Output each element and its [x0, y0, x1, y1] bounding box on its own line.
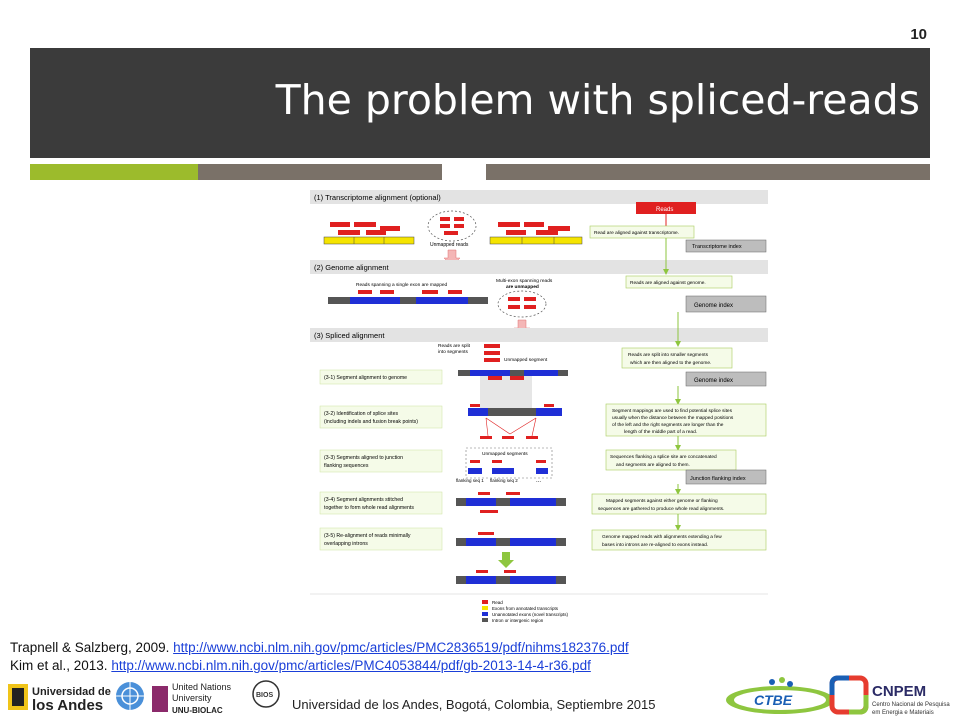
step-3-1-diagram — [458, 370, 568, 408]
footer-logos-left: Universidad de los Andes United Nations … — [8, 680, 280, 715]
step-3-3-diagram: Unmapped segments flanking seq 1 flankin… — [456, 447, 553, 484]
genome-index-1: Genome index — [694, 303, 733, 309]
flow-step-7a: Genome mapped reads with alignments exte… — [602, 534, 722, 540]
footer-logos-right: CTBE CNPEM Centro Nacional de Pesquisa e… — [726, 675, 950, 716]
legend-swatch — [482, 618, 488, 622]
step-3-5-diagram — [456, 532, 566, 584]
section-2-header — [310, 260, 768, 274]
reference-1: Trapnell & Salzberg, 2009. http://www.nc… — [10, 640, 629, 655]
flanking-seq-2-label: flanking seq 2 — [490, 478, 518, 483]
flow-step-6a: Mapped segments against either genome or… — [606, 498, 718, 504]
step-3-5-label-a: (3-5) Re-alignment of reads minimally — [324, 533, 411, 539]
legend-swatch — [482, 606, 488, 610]
step-3-2-diagram — [468, 404, 562, 439]
footer-text: Universidad de los Andes, Bogotá, Colomb… — [292, 697, 656, 712]
flow-step-2: Reads are aligned against genome. — [630, 280, 706, 286]
unmapped-segments-label: Unmapped segments — [482, 451, 528, 457]
reference-2-prefix: Kim et al., 2013. — [10, 658, 108, 673]
uniandes-logo-text-1: Universidad de — [32, 686, 111, 698]
unu-text-1: United Nations — [172, 682, 232, 692]
transcriptome-index: Transcriptome index — [692, 244, 742, 250]
section-3-header — [310, 328, 768, 342]
step-3-2-label-b: (including indels and fusion break point… — [324, 419, 418, 425]
single-exon-label: Reads spanning a single exon are mapped — [356, 282, 448, 288]
flow-step-7b: bases into introns are re-aligned to exo… — [602, 542, 708, 548]
ellipsis-label: ... — [536, 478, 541, 484]
section-3-label: (3) Spliced alignment — [314, 331, 385, 340]
cnpem-subtitle-2: em Energia e Materiais — [872, 710, 934, 716]
unmapped-segment-label: Unmapped segment — [504, 357, 548, 363]
unu-text-3: UNU-BIOLAC — [172, 706, 223, 715]
step-3-1-label: (3-1) Segment alignment to genome — [324, 375, 407, 381]
spliced-alignment-diagram: (1) Transcriptome alignment (optional) U… — [310, 190, 768, 623]
flow-step-4b: usually when the distance between the ma… — [612, 415, 734, 421]
section-1-label: (1) Transcriptome alignment (optional) — [314, 193, 441, 202]
reads-box — [636, 202, 696, 214]
unu-biolac-icon — [152, 686, 168, 712]
accent-gap — [442, 164, 486, 180]
flow-step-4a: Segment mappings are used to find potent… — [612, 408, 733, 414]
reference-1-prefix: Trapnell & Salzberg, 2009. — [10, 640, 170, 655]
step-3-2-label-a: (3-2) Identification of splice sites — [324, 411, 399, 417]
flow-step-6b: sequences are gathered to produce whole … — [598, 506, 724, 512]
multi-exon-label-2: are unmapped — [506, 284, 539, 290]
reads-split-label-1: Reads are split — [438, 343, 471, 349]
genome-index-2: Genome index — [694, 378, 733, 384]
legend-label: Read — [492, 600, 503, 605]
ctbe-logo-text: CTBE — [754, 692, 793, 708]
flow-step-4c: of the left and the right segments are l… — [612, 422, 724, 428]
legend-swatch — [482, 600, 488, 604]
flow-step-5a: Sequences flanking a splice site are con… — [610, 454, 717, 460]
junction-flanking-index: Junction flanking index — [690, 476, 746, 482]
bios-logo-icon — [252, 680, 280, 708]
flow-step-3a: Reads are split into smaller segments — [628, 352, 709, 358]
uniandes-logo-text-2: los Andes — [32, 697, 103, 714]
section-1-header — [310, 190, 768, 204]
legend-label: Exons from annotated transcripts — [492, 606, 559, 611]
step-3-3-label-a: (3-3) Segments aligned to junction — [324, 455, 403, 461]
bios-logo-text: BIOS — [256, 692, 273, 699]
step-3-4-label-a: (3-4) Segment alignments stitched — [324, 497, 403, 503]
reads-split-label-2: into segments — [438, 349, 468, 355]
step-3-4-label-b: together to form whole read alignments — [324, 505, 414, 511]
reference-1-link[interactable]: http://www.ncbi.nlm.nih.gov/pmc/articles… — [173, 640, 629, 655]
section-2-genome — [328, 290, 488, 304]
unu-text-2: University — [172, 693, 212, 703]
section-2-label: (2) Genome alignment — [314, 263, 390, 272]
accent-green-segment — [30, 164, 198, 180]
reference-2: Kim et al., 2013. http://www.ncbi.nlm.ni… — [10, 658, 591, 673]
section-1-reads-left — [323, 222, 415, 245]
flow-step-4d: length of the middle part of a read. — [624, 429, 697, 435]
step-3-3-label-b: flanking sequences — [324, 463, 369, 469]
legend-swatch — [482, 612, 488, 616]
cnpem-subtitle-1: Centro Nacional de Pesquisa — [872, 702, 950, 708]
cnpem-logo-text: CNPEM — [872, 683, 926, 700]
flow-step-3b: which are then aligned to the genome. — [630, 360, 711, 366]
reads-box-label: Reads — [656, 207, 673, 213]
step-3-4-diagram — [456, 492, 566, 513]
multi-exon-label-1: Multi-exon spanning reads — [496, 278, 553, 284]
cnpem-logo-icon — [829, 675, 869, 715]
step-3-5-label-b: overlapping introns — [324, 541, 368, 547]
flanking-seq-1-label: flanking seq 1 — [456, 478, 484, 483]
slide-number: 10 — [910, 26, 927, 43]
section-1-reads-right — [489, 222, 583, 245]
legend-label: Unannotated exons (novel transcripts) — [492, 612, 569, 617]
reference-2-link[interactable]: http://www.ncbi.nlm.nih.gov/pmc/articles… — [111, 658, 591, 673]
unmapped-reads-label: Unmapped reads — [430, 242, 469, 248]
legend-label: Intron or intergenic region — [492, 618, 544, 623]
accent-bar — [30, 164, 930, 180]
flow-step-1: Read are aligned against transcriptome. — [594, 230, 679, 236]
flow-step-5b: and segments are aligned to them. — [616, 462, 690, 468]
slide-title: The problem with spliced-reads — [275, 76, 920, 124]
title-bar: The problem with spliced-reads — [30, 48, 930, 158]
